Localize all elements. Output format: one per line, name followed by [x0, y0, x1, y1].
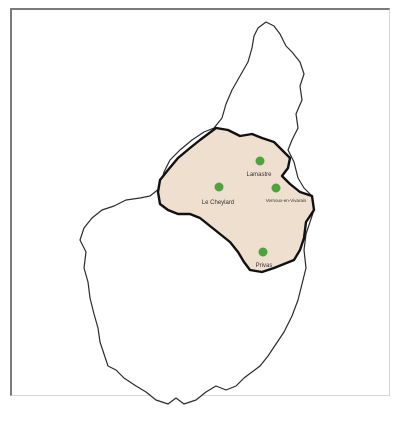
city-label-lamastre: Lamastre — [246, 172, 272, 178]
city-marker-vernoux[interactable] — [271, 183, 281, 193]
city-label-le-cheylard: Le Cheylard — [202, 200, 234, 206]
city-label-vernoux: Vernoux-en-Vivarais — [266, 198, 307, 203]
city-label-privas: Privas — [256, 263, 273, 269]
city-marker-privas[interactable] — [258, 247, 268, 257]
city-marker-lamastre[interactable] — [255, 156, 265, 166]
city-marker-le-cheylard[interactable] — [214, 182, 224, 192]
highlighted-region[interactable] — [156, 126, 316, 274]
